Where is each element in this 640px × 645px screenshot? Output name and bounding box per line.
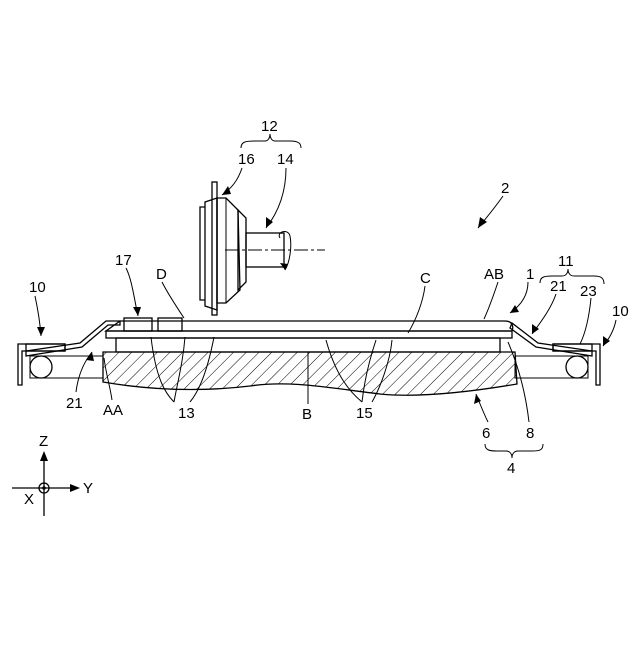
wafer-top	[106, 321, 513, 331]
chuck-table	[103, 338, 517, 395]
label-8: 8	[526, 425, 534, 442]
axis-label-x: X	[24, 491, 34, 508]
z-arrowhead	[40, 451, 48, 461]
label-11: 11	[558, 253, 574, 270]
label-16: 16	[238, 151, 255, 168]
wheel-mount	[217, 198, 240, 303]
wafer-layer	[106, 331, 512, 338]
y-arrowhead	[70, 484, 80, 492]
porous-plate	[116, 338, 500, 352]
right-roller-housing	[515, 356, 588, 378]
label-23: 23	[580, 283, 597, 300]
left-frame-bracket	[18, 344, 65, 385]
label-12: 12	[261, 118, 278, 135]
dressing-block	[124, 318, 152, 331]
axis-label-z: Z	[39, 433, 48, 450]
reference-labels: 12 16 14 2 11 17 D AB 1 C 21 23 10 10 21…	[29, 118, 629, 477]
coordinate-axes: Z Y X	[12, 433, 93, 516]
workpiece	[106, 318, 513, 338]
label-2: 2	[501, 180, 509, 197]
right-frame-bracket	[553, 344, 600, 385]
label-1: 1	[526, 266, 534, 283]
label-13: 13	[178, 405, 195, 422]
blade-flange	[200, 198, 217, 310]
label-B: B	[302, 406, 312, 423]
grinding-unit	[200, 182, 325, 315]
axis-label-y: Y	[83, 480, 93, 497]
label-10-left: 10	[29, 279, 46, 296]
left-roller	[30, 356, 52, 378]
label-D: D	[156, 266, 167, 283]
label-15: 15	[356, 405, 373, 422]
protective-tape	[158, 318, 182, 331]
label-6: 6	[482, 425, 490, 442]
label-10-right: 10	[612, 303, 629, 320]
label-17: 17	[115, 252, 132, 269]
label-C: C	[420, 270, 431, 287]
label-AB: AB	[484, 266, 504, 283]
label-21-right: 21	[550, 278, 567, 295]
x-axis-dot	[42, 486, 46, 490]
table-base	[103, 352, 517, 395]
cutting-blade	[212, 182, 217, 315]
label-4: 4	[507, 460, 515, 477]
label-21-left: 21	[66, 395, 83, 412]
label-14: 14	[277, 151, 294, 168]
frame-right	[510, 323, 600, 385]
label-AA: AA	[103, 402, 123, 419]
right-roller	[566, 356, 588, 378]
